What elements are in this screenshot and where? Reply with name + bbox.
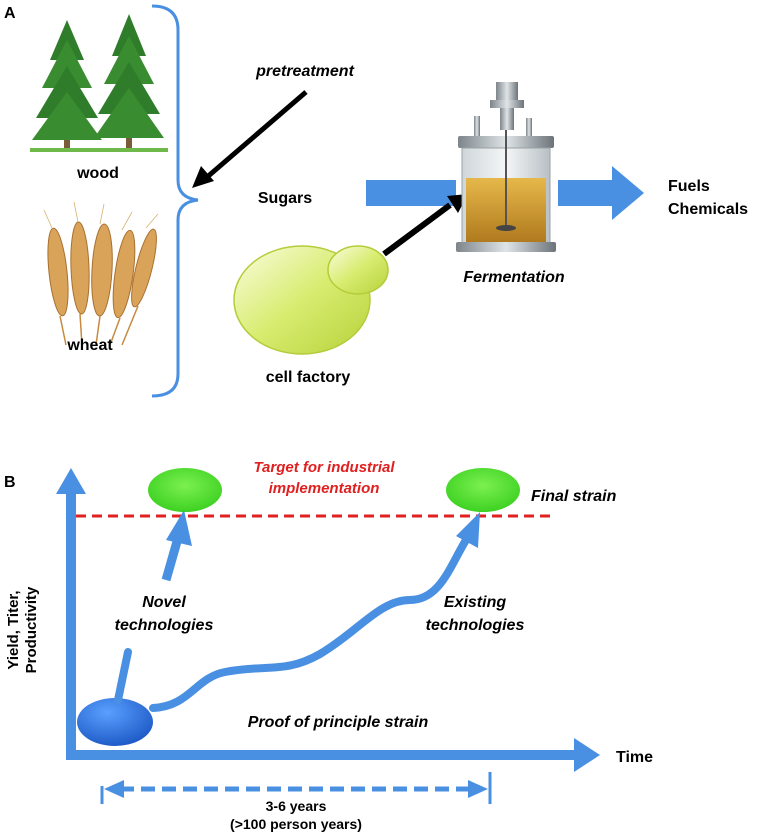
output-arrow — [558, 166, 644, 220]
proof-label: Proof of principle strain — [248, 714, 429, 731]
cell-factory-label: cell factory — [266, 369, 351, 386]
fermentation-label: Fermentation — [463, 269, 565, 286]
duration-label-line1: 3-6 years — [266, 798, 327, 814]
existing-label-line2: technologies — [426, 617, 525, 634]
novel-arrow-stem — [114, 648, 132, 704]
x-axis — [66, 750, 576, 760]
cell-arrow-shaft — [382, 202, 452, 257]
tree-icon — [30, 14, 168, 152]
fuels-label: Fuels — [668, 178, 710, 195]
novel-label-line1: Novel — [142, 594, 186, 611]
panel-a-label: A — [4, 5, 16, 22]
target-label-line1: Target for industrial — [253, 459, 395, 476]
target-label-line2: implementation — [269, 480, 380, 497]
wheat-label: wheat — [66, 337, 113, 354]
existing-arrow-head — [456, 512, 480, 548]
y-axis-label-line1: Yield, Titer, — [5, 590, 22, 669]
duration-arrow-right — [468, 780, 488, 798]
tree-left — [32, 20, 102, 150]
y-axis-arrowhead — [56, 468, 86, 494]
panel-b-label: B — [4, 474, 16, 491]
y-axis — [66, 492, 76, 760]
x-axis-arrowhead — [574, 738, 600, 772]
chemicals-label: Chemicals — [668, 201, 748, 218]
pretreatment-arrow-head — [192, 166, 214, 188]
bracket — [151, 4, 199, 398]
fermentor-icon — [456, 82, 556, 252]
wood-label: wood — [76, 165, 119, 182]
grass — [30, 148, 168, 152]
existing-final-strain — [446, 468, 520, 512]
novel-arrow-shaft — [161, 536, 183, 582]
pretreatment-arrow-shaft — [204, 90, 308, 180]
tree-right — [94, 14, 164, 150]
input-arrow — [366, 180, 456, 206]
novel-arrow-head — [166, 510, 192, 546]
duration-label-line2: (>100 person years) — [230, 816, 362, 832]
final-strain-label: Final strain — [531, 488, 617, 505]
y-axis-title: Yield, Titer, Productivity — [5, 586, 40, 673]
wheat-icon — [43, 201, 159, 346]
pretreatment-label: pretreatment — [255, 63, 354, 80]
novel-final-strain — [148, 468, 222, 512]
novel-label-line2: technologies — [115, 617, 214, 634]
y-axis-label-line2: Productivity — [23, 586, 40, 673]
existing-path — [149, 536, 470, 712]
cell-factory-icon — [233, 245, 389, 355]
proof-strain — [77, 698, 153, 746]
x-axis-label: Time — [616, 749, 653, 766]
duration-arrow-left — [104, 780, 124, 798]
existing-label-line1: Existing — [444, 594, 506, 611]
sugars-label: Sugars — [258, 190, 312, 207]
